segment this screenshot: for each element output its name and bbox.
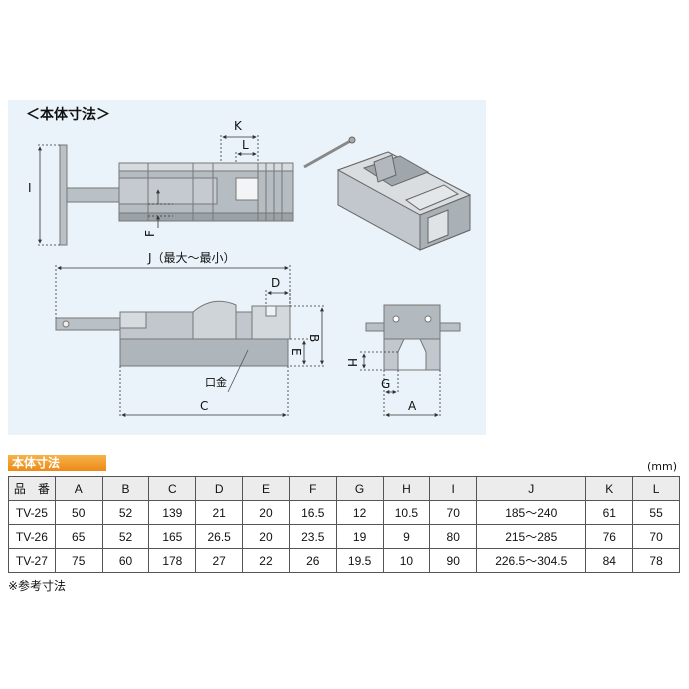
table-cell: 185～240	[476, 500, 587, 525]
column-header: A	[54, 476, 103, 501]
table-cell: 50	[54, 500, 103, 525]
label-g: G	[381, 377, 390, 391]
table-cell: 80	[429, 524, 478, 549]
table-cell: 76	[585, 524, 634, 549]
diagram-panel: I K L F J（最大～最小） D B E 口金 C H G A ＜本体寸法＞	[8, 100, 486, 435]
model-number-cell: TV-25	[8, 500, 56, 525]
table-cell: 75	[54, 548, 103, 573]
label-b: B	[307, 334, 321, 342]
column-header: H	[382, 476, 431, 501]
label-l: L	[242, 138, 249, 152]
table-cell: 19.5	[335, 548, 384, 573]
table-heading: 本体寸法	[8, 455, 106, 471]
dim-f	[148, 189, 173, 228]
table-cell: 65	[54, 524, 103, 549]
column-header: I	[429, 476, 478, 501]
table-cell: 90	[429, 548, 478, 573]
unit-note: (mm)	[646, 460, 677, 473]
table-cell: 165	[148, 524, 197, 549]
front-view	[365, 304, 461, 371]
label-h: H	[345, 358, 359, 367]
table-cell: 52	[101, 500, 150, 525]
table-cell: 23.5	[288, 524, 337, 549]
table-cell: 55	[632, 500, 680, 525]
dim-j	[55, 265, 291, 318]
label-c: C	[200, 399, 208, 413]
label-e: E	[289, 348, 303, 356]
dim-b-e	[290, 305, 326, 367]
label-kuchigane: 口金	[205, 375, 227, 389]
vise-dimension-drawing: I K L F J（最大～最小） D B E 口金 C H G A	[28, 119, 472, 418]
table-cell: 70	[429, 500, 478, 525]
label-d: D	[271, 276, 280, 290]
side-view	[55, 300, 291, 367]
column-header: 品 番	[8, 476, 56, 501]
table-cell: 215～285	[476, 524, 587, 549]
label-j: J（最大～最小）	[147, 251, 236, 265]
isometric-view	[303, 136, 472, 251]
model-number-cell: TV-26	[8, 524, 56, 549]
dim-i	[38, 144, 60, 246]
section-title: ＜本体寸法＞	[26, 107, 110, 123]
label-a: A	[408, 399, 417, 413]
table-cell: 26.5	[195, 524, 244, 549]
table-cell: 27	[195, 548, 244, 573]
dim-d	[265, 290, 291, 306]
table-cell: 20	[242, 524, 290, 549]
model-number-cell: TV-27	[8, 548, 56, 573]
table-cell: 70	[632, 524, 680, 549]
column-header: K	[585, 476, 634, 501]
table-cell: 9	[382, 524, 431, 549]
table-cell: 226.5～304.5	[476, 548, 587, 573]
table-cell: 78	[632, 548, 680, 573]
column-header: D	[195, 476, 244, 501]
table-cell: 21	[195, 500, 244, 525]
table-cell: 52	[101, 524, 150, 549]
column-header: G	[335, 476, 384, 501]
table-cell: 22	[242, 548, 290, 573]
table-cell: 12	[335, 500, 384, 525]
column-header: L	[632, 476, 680, 501]
label-f: F	[143, 230, 157, 237]
footnote: ※参考寸法	[8, 579, 67, 593]
table-cell: 139	[148, 500, 197, 525]
column-header: E	[242, 476, 290, 501]
column-header: B	[101, 476, 150, 501]
column-header: J	[476, 476, 587, 501]
dim-h-g-a	[360, 351, 441, 418]
table-cell: 16.5	[288, 500, 337, 525]
dim-c	[119, 349, 289, 418]
label-i: I	[28, 181, 32, 195]
table-cell: 10.5	[382, 500, 431, 525]
dim-k-l	[220, 135, 259, 163]
table-cell: 19	[335, 524, 384, 549]
label-k: K	[234, 119, 243, 133]
table-cell: 60	[101, 548, 150, 573]
table-cell: 178	[148, 548, 197, 573]
table-cell: 10	[382, 548, 431, 573]
table-cell: 84	[585, 548, 634, 573]
top-view	[59, 144, 294, 246]
table-cell: 26	[288, 548, 337, 573]
column-header: F	[288, 476, 337, 501]
column-header: C	[148, 476, 197, 501]
table-cell: 61	[585, 500, 634, 525]
table-cell: 20	[242, 500, 290, 525]
